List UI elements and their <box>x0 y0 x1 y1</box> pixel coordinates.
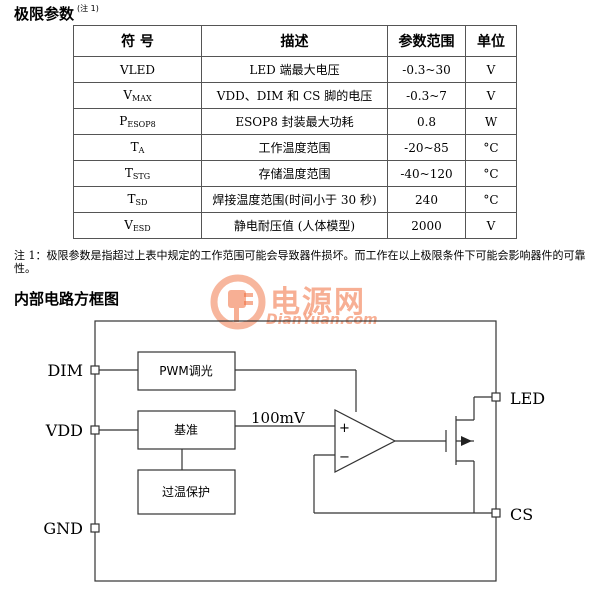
unit-cell: °C <box>465 134 517 161</box>
comparator-minus-label: − <box>339 450 350 465</box>
pin-led-marker[interactable] <box>491 392 501 402</box>
pwm-block-label: PWM调光 <box>159 364 212 378</box>
description-cell: 存储温度范围 <box>201 160 388 187</box>
range-cell: 240 <box>387 186 466 213</box>
footnote: 注 1：极限参数是指超过上表中规定的工作范围可能会导致器件损坏。而工作在以上极限… <box>14 249 586 275</box>
unit-cell: V <box>465 82 517 109</box>
symbol-cell: TA <box>73 134 202 161</box>
reference-block-label: 基准 <box>174 423 198 437</box>
header-unit: 单位 <box>465 25 517 57</box>
pin-dim-label: DIM <box>47 361 83 380</box>
pin-led-label: LED <box>510 389 545 408</box>
description-cell: ESOP8 封装最大功耗 <box>201 108 388 135</box>
description-cell: LED 端最大电压 <box>201 56 388 83</box>
pin-gnd-marker[interactable] <box>90 523 100 533</box>
unit-cell: °C <box>465 186 517 213</box>
otp-block <box>137 469 236 515</box>
symbol-subscript: SD <box>135 198 148 207</box>
symbol-subscript: A <box>138 146 145 155</box>
symbol-cell: VLED <box>73 56 202 83</box>
otp-block-label: 过温保护 <box>162 485 210 499</box>
reference-voltage-label: 100mV <box>251 409 306 427</box>
pin-vdd-label: VDD <box>45 421 83 440</box>
table-row: TSTG 存储温度范围-40~120°C <box>73 160 517 187</box>
watermark-url: DianYuan.com <box>266 312 378 328</box>
comparator-symbol <box>334 409 397 473</box>
pin-dim-marker[interactable] <box>90 365 100 375</box>
section-title-limits: 极限参数(注 1) <box>14 4 99 23</box>
range-cell: -40~120 <box>387 160 466 187</box>
symbol-subscript: STG <box>132 172 151 181</box>
symbol-cell: VESD <box>73 212 202 239</box>
header-description: 描述 <box>201 25 388 57</box>
section-title-block-diagram: 内部电路方框图 <box>14 290 120 308</box>
pin-cs-label: CS <box>510 505 533 524</box>
table-row: TSD 焊接温度范围(时间小于 30 秒)240°C <box>73 186 517 213</box>
watermark-plug-icon <box>210 274 266 330</box>
mosfet-arrow <box>461 436 472 446</box>
note-ref: (注 1) <box>77 4 99 13</box>
symbol-subscript: MAX <box>132 94 152 103</box>
description-cell: VDD、DIM 和 CS 脚的电压 <box>201 82 388 109</box>
symbol-subscript: ESD <box>132 224 151 233</box>
symbol-text: T <box>124 166 133 180</box>
table-header-row: 符 号 描述 参数范围 单位 <box>73 25 517 57</box>
pin-cs-marker[interactable] <box>491 508 501 518</box>
unit-cell: V <box>465 212 517 239</box>
symbol-text: T <box>130 140 139 154</box>
header-symbol: 符 号 <box>73 25 202 57</box>
symbol-text: V <box>123 88 132 102</box>
symbol-text: T <box>127 192 136 206</box>
symbol-subscript: ESOP8 <box>127 120 156 129</box>
range-cell: 2000 <box>387 212 466 239</box>
pin-gnd-label: GND <box>43 519 83 538</box>
description-cell: 静电耐压值 (人体模型) <box>201 212 388 239</box>
description-cell: 焊接温度范围(时间小于 30 秒) <box>201 186 388 213</box>
symbol-text: V <box>124 218 133 232</box>
unit-cell: °C <box>465 160 517 187</box>
watermark-name: 电源网 <box>270 285 366 320</box>
pwm-block <box>137 351 236 391</box>
comparator-plus-label: + <box>339 421 350 436</box>
symbol-text: P <box>119 114 128 128</box>
symbol-text: VLED <box>119 62 155 77</box>
ic-outline <box>94 320 497 582</box>
pin-vdd-marker[interactable] <box>90 425 100 435</box>
range-cell: -20~85 <box>387 134 466 161</box>
